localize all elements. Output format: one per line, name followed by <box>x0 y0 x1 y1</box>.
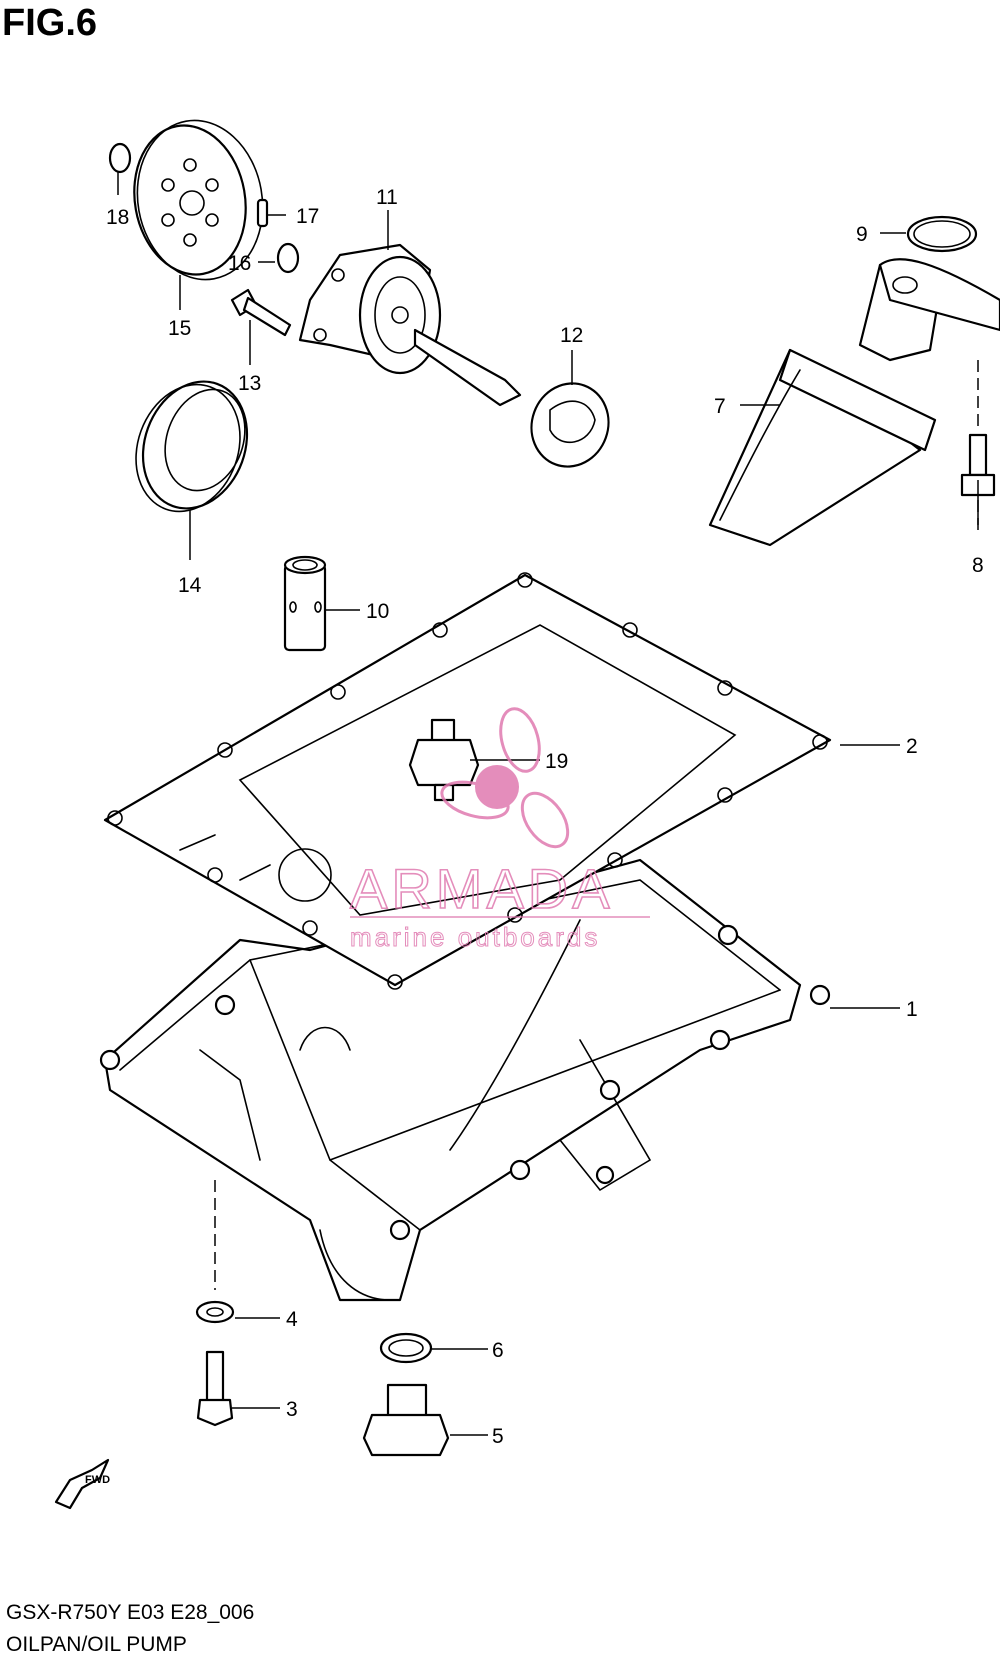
callout-8: 8 <box>972 554 984 577</box>
drain-plug-gasket <box>379 1332 433 1364</box>
footer-caption: OILPAN/OIL PUMP <box>6 1633 187 1656</box>
watermark: ARMADA marine outboards <box>349 707 650 953</box>
oil-pump <box>298 243 522 407</box>
watermark-tagline: marine outboards <box>350 922 600 952</box>
sprocket-bolt <box>230 288 292 337</box>
oil-pressure-switch <box>408 718 480 802</box>
callout-10: 10 <box>366 600 389 623</box>
callout-15: 15 <box>168 317 191 340</box>
oil-strainer <box>708 258 1000 547</box>
callout-16: 16 <box>228 252 251 275</box>
callout-14: 14 <box>178 574 202 597</box>
callout-9: 9 <box>856 223 868 246</box>
figure-title: FIG.6 <box>2 2 98 44</box>
callout-19: 19 <box>545 750 568 773</box>
callout-18: 18 <box>106 206 129 229</box>
pin <box>256 198 269 228</box>
callout-2: 2 <box>906 735 918 758</box>
pan-bolt-washer <box>195 1300 235 1324</box>
watermark-brand: ARMADA <box>350 857 614 920</box>
callout-labels: 1 2 3 4 5 6 7 8 9 10 11 12 13 14 15 16 1… <box>106 186 984 1448</box>
callout-6: 6 <box>492 1339 504 1362</box>
oil-pan <box>99 858 831 1302</box>
pump-gasket <box>530 382 610 468</box>
o-ring <box>906 215 978 253</box>
drain-plug <box>362 1383 450 1457</box>
propeller-logo-icon <box>440 707 570 849</box>
circlip <box>108 142 132 174</box>
leader-lines <box>117 172 979 1436</box>
oil-pipe <box>283 555 327 652</box>
callout-7: 7 <box>714 395 726 418</box>
footer-model: GSX-R750Y E03 E28_006 <box>6 1601 255 1624</box>
callout-1: 1 <box>906 998 918 1021</box>
pump-sprocket <box>133 119 264 281</box>
washer <box>276 242 300 274</box>
callout-11: 11 <box>376 186 398 209</box>
callout-13: 13 <box>238 372 261 395</box>
callout-17: 17 <box>296 205 319 228</box>
fwd-label: FWD <box>85 1474 110 1486</box>
oil-pump-driven-gear <box>135 380 249 513</box>
fwd-arrow-icon: FWD <box>54 1458 110 1510</box>
callout-4: 4 <box>286 1308 298 1331</box>
callout-12: 12 <box>560 324 583 347</box>
callout-3: 3 <box>286 1398 298 1421</box>
pan-bolt <box>196 1350 234 1427</box>
callout-5: 5 <box>492 1425 504 1448</box>
